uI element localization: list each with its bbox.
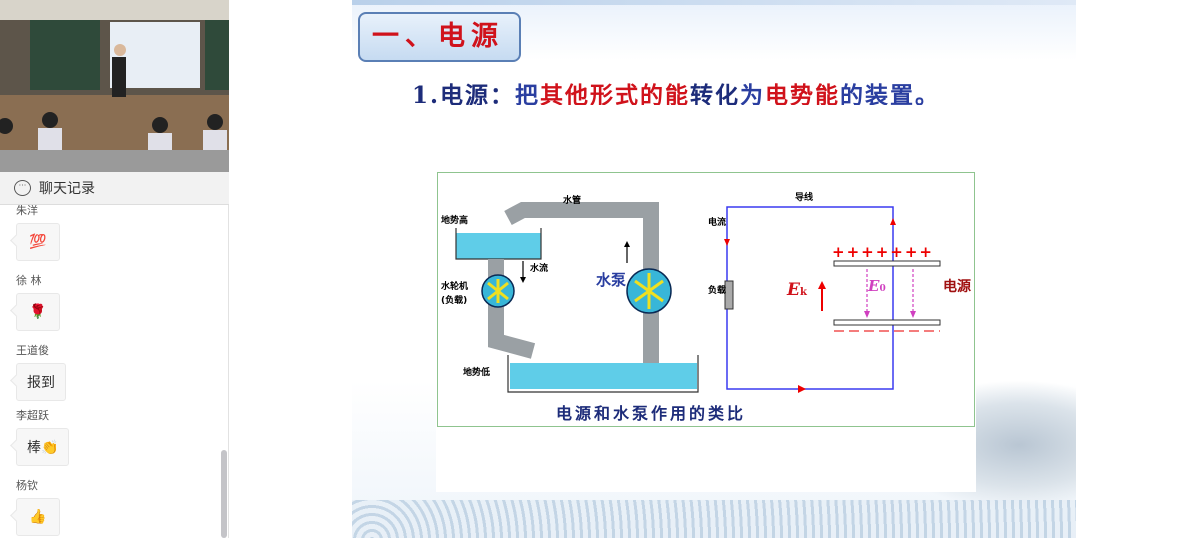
label-ek: Ek: [786, 280, 808, 300]
def-term: 电源：: [440, 82, 516, 109]
def-text: 为: [740, 82, 766, 109]
chat-header: ··· 聊天记录: [0, 172, 229, 205]
upper-tank-water: [456, 233, 541, 259]
video-divider: [0, 150, 229, 172]
def-highlight: 其他形式的能: [540, 82, 691, 109]
plus-charges: +++++++: [832, 243, 934, 261]
diagram-caption: 电源和水泵作用的类比: [556, 404, 746, 423]
load-resistor: [724, 280, 734, 310]
chat-message: 杨钦 👍: [16, 477, 60, 536]
chat-message: 李超跃棒👏: [16, 407, 70, 466]
message-bubble: 👍: [16, 498, 60, 536]
chat-messages[interactable]: 朱洋 💯 徐 林 🌹 王道俊报到 李超跃棒👏 杨钦 👍: [0, 205, 229, 538]
label-current: 电流: [708, 216, 726, 228]
label-source: 电源: [943, 278, 971, 295]
classroom-video-image: [0, 0, 229, 150]
label-low: 地势低: [463, 366, 490, 378]
sender-name: 李超跃: [16, 409, 49, 422]
chat-bubble-icon: ···: [14, 180, 31, 196]
message-bubble: 报到: [16, 363, 66, 401]
label-flow: 水流: [530, 262, 548, 274]
label-turbine-load: (负载): [441, 294, 467, 306]
def-num: 1.: [412, 82, 441, 109]
chat-title: 聊天记录: [39, 181, 95, 197]
slide: 一、电源 1.电源：把其他形式的能转化为电势能的装置。 水管 地势高 地势低 水…: [352, 0, 1076, 538]
def-text: 的装置。: [840, 82, 941, 109]
def-text: 转化: [690, 82, 741, 109]
label-turbine: 水轮机: [441, 280, 468, 292]
chat-message: 徐 林 🌹: [16, 272, 60, 331]
def-highlight: 电势能: [765, 82, 841, 109]
video-feed[interactable]: [0, 0, 229, 150]
label-pipe: 水管: [563, 194, 581, 206]
sender-name: 徐 林: [16, 274, 42, 287]
chat-scrollbar[interactable]: [221, 450, 227, 538]
left-panel: ··· 聊天记录 朱洋 💯 徐 林 🌹 王道俊报到 李超跃棒👏 杨钦 👍: [0, 0, 229, 538]
positive-plate: [833, 260, 941, 267]
chat-message: 朱洋 💯: [16, 205, 60, 261]
negative-plate: [833, 319, 941, 326]
lower-tank-water: [510, 363, 697, 389]
label-pump: 水泵: [596, 271, 626, 289]
chat-message: 王道俊报到: [16, 342, 66, 401]
label-e0: E0: [867, 277, 886, 295]
sender-name: 朱洋: [16, 205, 38, 217]
circuit-wire: [726, 206, 894, 390]
def-text: 把: [515, 82, 541, 109]
message-bubble: 🌹: [16, 293, 60, 331]
slide-title: 一、电源: [358, 12, 521, 62]
label-high: 地势高: [441, 214, 468, 226]
label-wire: 导线: [795, 191, 813, 203]
message-bubble: 棒👏: [16, 428, 70, 466]
label-load: 负载: [708, 284, 726, 296]
slide-top-strip: [352, 0, 1076, 5]
image-box: 水管 地势高 地势低 水流 水轮机 (负载) 水泵 +++++++ 导线 电流 …: [436, 105, 976, 492]
definition-line: 1.电源：把其他形式的能转化为电势能的装置。: [412, 76, 940, 110]
sender-name: 王道俊: [16, 344, 49, 357]
sender-name: 杨钦: [16, 479, 38, 492]
analogy-diagram: 水管 地势高 地势低 水流 水轮机 (负载) 水泵 +++++++ 导线 电流 …: [437, 172, 975, 427]
wave-decoration: [352, 500, 1076, 538]
message-bubble: 💯: [16, 223, 60, 261]
